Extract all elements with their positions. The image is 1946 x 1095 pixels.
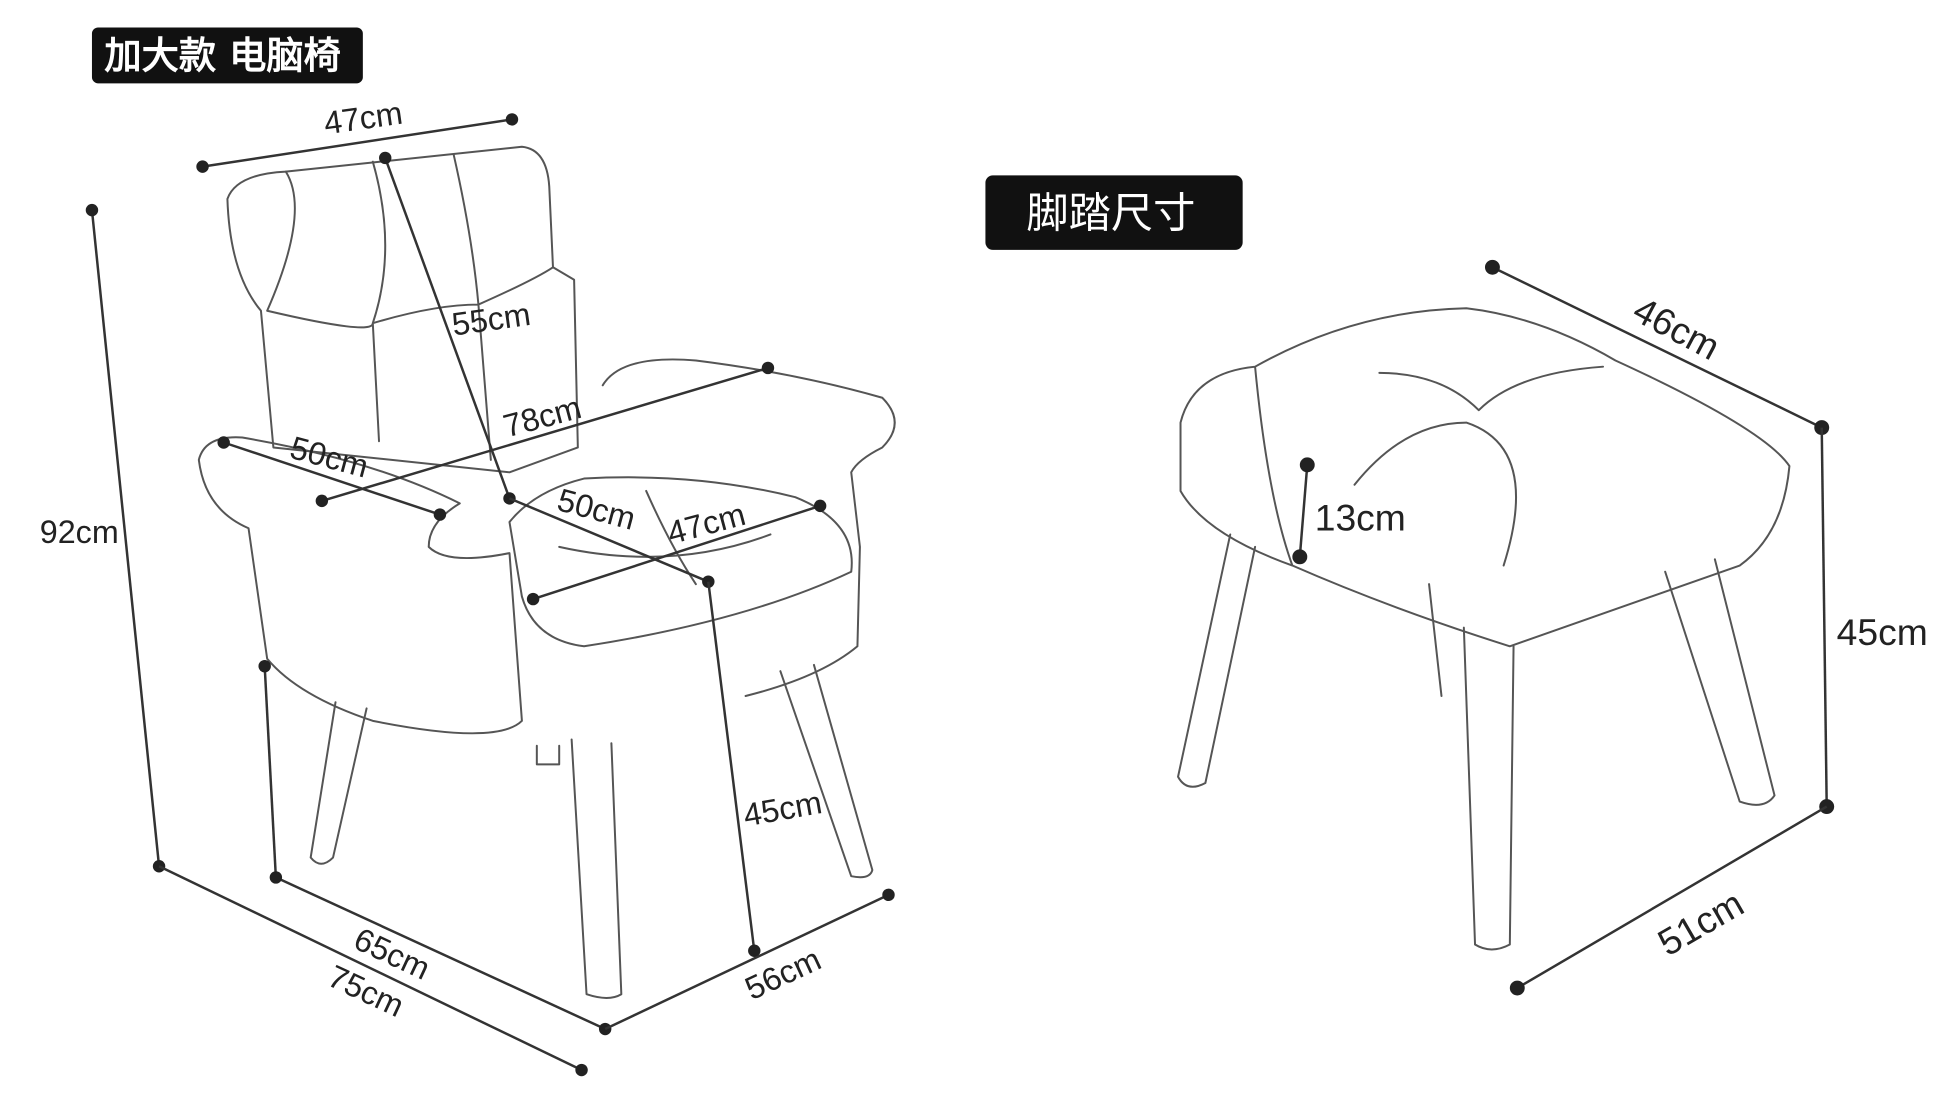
chair-drawing bbox=[197, 145, 896, 999]
chair-title-tag: 加大款 电脑椅 bbox=[91, 27, 363, 84]
seat-height-label: 45cm bbox=[741, 784, 825, 833]
ottoman-title-tag: 脚踏尺寸 bbox=[985, 175, 1243, 250]
seat-depth-label: 50cm bbox=[554, 482, 640, 537]
back-width-label: 47cm bbox=[322, 95, 405, 142]
chair-right-arm bbox=[601, 358, 896, 697]
arm-length-label: 50cm bbox=[286, 429, 372, 484]
ottoman-dimensions: 46cm 45cm 51cm 13cm bbox=[1292, 259, 1928, 996]
chair-dimensions: 47cm 55cm 78cm 50cm 50cm 47cm 92cm 45cm … bbox=[40, 95, 895, 1077]
chair-backrest bbox=[226, 145, 579, 474]
ottoman-height-label: 45cm bbox=[1837, 611, 1928, 653]
chair-legs bbox=[309, 663, 874, 999]
chair-title: 加大款 电脑椅 bbox=[104, 33, 341, 77]
total-height-label: 92cm bbox=[40, 514, 119, 550]
ottoman-title: 脚踏尺寸 bbox=[1026, 189, 1195, 238]
ottoman-drawing bbox=[1177, 307, 1791, 951]
ottoman-depth-label: 51cm bbox=[1651, 882, 1751, 964]
chair-left-arm bbox=[197, 436, 523, 735]
cushion-thickness-label: 13cm bbox=[1315, 497, 1406, 539]
ottoman-legs bbox=[1177, 533, 1776, 951]
back-height-label: 55cm bbox=[450, 296, 533, 343]
ottoman-cushion bbox=[1179, 307, 1791, 648]
